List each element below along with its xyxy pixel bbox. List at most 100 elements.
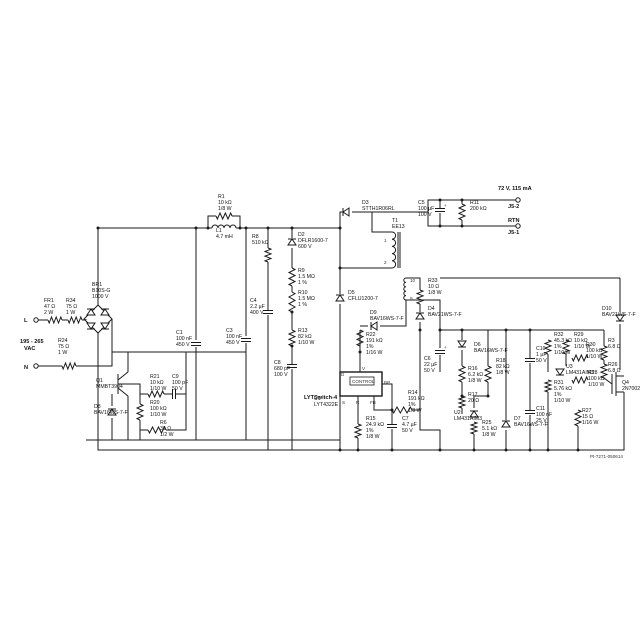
ref-r29: R29 [574, 332, 584, 338]
ic-pin-v: V [362, 366, 366, 371]
resistor-body [599, 345, 609, 361]
junction-dot [290, 344, 294, 348]
value-c1: 450 V [176, 342, 190, 348]
value-d6: BAV16WS-7-F [474, 348, 508, 354]
ref-r20: R20 [150, 400, 160, 406]
diode-d3 [342, 207, 350, 217]
ref-r9: R9 [298, 268, 305, 274]
resistor-r33 [415, 289, 425, 305]
value-c10: 50 V [536, 358, 547, 364]
value-r1: 1/8 W [218, 206, 232, 212]
resistor-body [543, 379, 553, 393]
diode-body [86, 308, 96, 316]
value-r24: 75 Ω [58, 344, 69, 350]
resistor-r28 [571, 375, 589, 385]
resistor-r16 [457, 365, 467, 383]
junction-dot [438, 448, 442, 452]
resistor-body [215, 211, 233, 221]
resistor-r17 [457, 395, 467, 409]
value-d2: DFLR1600-7 [298, 238, 328, 244]
value-r15: 1% [366, 428, 374, 434]
diode-body [342, 207, 350, 217]
ref-r30: R30 [586, 342, 596, 348]
value-d9: BAV16WS-7-F [370, 316, 404, 322]
wire [111, 351, 246, 366]
capacitor-c7 [387, 424, 397, 428]
value-r3: 6.8 Ω [608, 344, 621, 350]
wire [292, 211, 344, 229]
resistor-body [135, 403, 145, 421]
value-r20: 100 kΩ [150, 406, 167, 412]
output-terminal-j5-1: J5-1 [508, 230, 519, 236]
ref-d10: D10 [602, 306, 612, 312]
value-r27: 15 Ω [582, 414, 593, 420]
value-r29: 1/10 W [574, 344, 591, 350]
resistor-body [457, 203, 467, 221]
value-r20: 1/10 W [150, 412, 167, 418]
ref-c3: C3 [226, 328, 233, 334]
junction-dot [266, 226, 270, 230]
transformer-t1 [397, 232, 401, 268]
q1-emitter [117, 387, 129, 397]
diode-body [107, 408, 117, 416]
resistor-r6 [147, 425, 167, 435]
value-d8: BAV16WS-7-F [94, 410, 128, 416]
value-d3: STTH1R06RL [362, 206, 395, 212]
junction-dot [460, 198, 464, 202]
resistor-r24 [61, 361, 77, 371]
resistor-r31 [543, 379, 553, 393]
value-r33: 10 Ω [428, 284, 439, 290]
junction-dot [356, 448, 360, 452]
ref-r14: R14 [408, 390, 418, 396]
resistor-r3 [599, 345, 609, 361]
ref-r13: R13 [298, 328, 308, 334]
ref-d6: D6 [474, 342, 481, 348]
diode-d6 [457, 340, 467, 348]
diode-body [457, 340, 467, 348]
resistor-body [483, 365, 493, 383]
resistor-body [571, 375, 589, 385]
resistor-r29 [561, 339, 571, 355]
output-rtn-label: RTN [508, 218, 520, 224]
capacitor-c8 [287, 364, 297, 368]
junction-dot [460, 394, 464, 398]
value-c11: 25 V [536, 418, 547, 424]
value-c5: 100 µF [418, 206, 434, 212]
q1-collector [117, 371, 129, 381]
resistor-r1 [215, 211, 233, 221]
resistor-body [47, 315, 63, 325]
diode-d2 [287, 238, 297, 246]
ref-u1: U1 [314, 396, 321, 402]
resistor-r9 [287, 267, 297, 287]
resistor-body [415, 289, 425, 305]
ic-pin-d: D [341, 372, 345, 377]
diode-body [615, 314, 625, 322]
wire [207, 215, 216, 228]
ic-pin-bp: BP [384, 380, 390, 385]
resistor-body [355, 329, 365, 347]
ic-pin-s: S [342, 400, 345, 405]
value-c4: 400 V [250, 310, 264, 316]
ref-c11: C11 [536, 406, 545, 412]
ref-d3: D3 [362, 200, 369, 206]
resistor-body [263, 247, 273, 263]
resistor-r21 [147, 389, 165, 399]
value-c3: 100 nF [226, 334, 242, 340]
